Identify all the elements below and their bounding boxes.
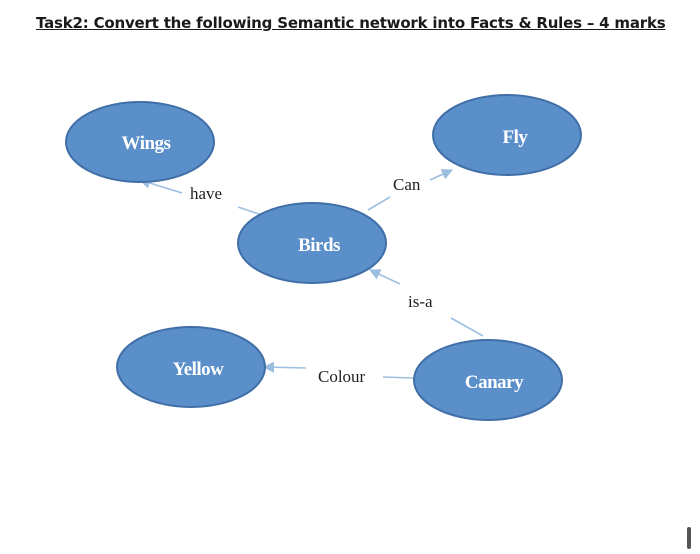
- node-fly: Fly: [432, 94, 582, 176]
- edge-canary-colour-yellow: [262, 361, 414, 379]
- task-title: Task2: Convert the following Semantic ne…: [36, 14, 666, 32]
- node-fly-label: Fly: [503, 127, 529, 148]
- edge-canary-is-a-birds: [368, 269, 484, 337]
- edge-birds-can-fly: [367, 169, 454, 211]
- node-wings: Wings: [65, 101, 215, 183]
- scrollbar-handle[interactable]: [687, 527, 691, 549]
- node-birds-label: Birds: [298, 235, 340, 256]
- node-wings-label: Wings: [122, 133, 171, 154]
- edge-label-can: Can: [393, 175, 421, 194]
- node-canary: Canary: [413, 339, 563, 421]
- node-yellow: Yellow: [116, 326, 266, 408]
- edge-label-colour: Colour: [318, 367, 366, 386]
- node-yellow-label: Yellow: [173, 359, 225, 380]
- edge-label-have: have: [190, 184, 222, 203]
- node-canary-label: Canary: [465, 372, 524, 393]
- edge-label-is-a: is-a: [408, 292, 433, 311]
- node-birds: Birds: [237, 202, 387, 284]
